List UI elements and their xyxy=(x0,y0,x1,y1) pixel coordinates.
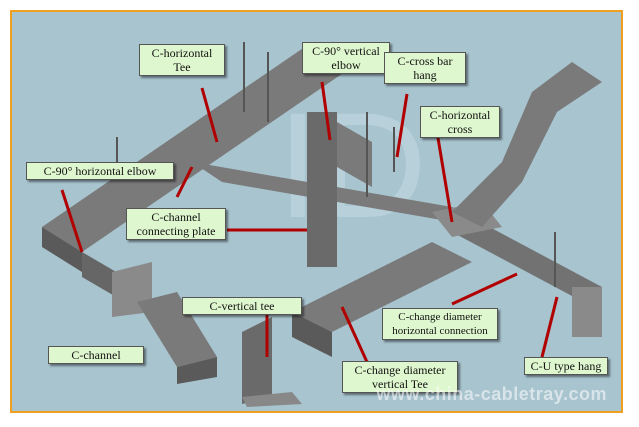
tray-vertical-tee xyxy=(242,317,272,404)
cable-tray-illustration: ID xyxy=(42,42,602,407)
tray-vertical-elbow-top xyxy=(337,122,372,187)
label-horizontal-elbow: C-90° horizontal elbow xyxy=(26,162,174,180)
label-change-diameter-connection: C-change diameter horizontal connection xyxy=(382,308,498,340)
label-u-type-hang: C-U type hang xyxy=(524,357,608,375)
label-horizontal-cross: C-horizontal cross xyxy=(420,106,500,138)
label-vertical-elbow: C-90° vertical elbow xyxy=(302,42,390,74)
pointer-u-type-hang xyxy=(540,296,559,358)
pointer-change-diameter-connection xyxy=(451,272,518,306)
tray-right-run xyxy=(452,207,602,312)
tray-lower-side xyxy=(292,312,332,357)
pointer-connecting-plate-1 xyxy=(175,166,194,198)
pointer-horizontal-elbow xyxy=(60,189,84,253)
label-cross-bar-hang: C-cross bar hang xyxy=(384,52,466,84)
loose-channel-piece xyxy=(137,292,217,367)
tray-right-end xyxy=(572,287,602,337)
pointer-change-diameter-tee xyxy=(340,306,369,363)
pointer-vertical-elbow xyxy=(320,81,332,141)
label-horizontal-tee: C-horizontal Tee xyxy=(139,44,225,76)
label-vertical-tee: C-vertical tee xyxy=(182,297,302,315)
tray-upper-side xyxy=(42,227,82,272)
tray-upper-right-branch xyxy=(452,62,602,227)
tray-vertical-elbow xyxy=(307,112,337,267)
loose-channel-end xyxy=(177,357,217,384)
watermark: www.china-cabletray.com xyxy=(376,384,607,404)
label-change-diameter-tee: C-change diameter vertical Tee xyxy=(342,361,458,393)
diagram-frame: ID xyxy=(10,10,623,413)
label-connecting-plate: C-channel connecting plate xyxy=(126,208,226,240)
label-channel: C-channel xyxy=(48,346,144,364)
pointer-horizontal-cross xyxy=(435,131,454,223)
tray-vertical-tee-foot xyxy=(242,392,302,407)
pointer-cross-bar-hang xyxy=(395,93,409,158)
pointer-horizontal-tee xyxy=(200,87,219,143)
tray-lower-run xyxy=(292,242,472,332)
tray-upper-diagonal xyxy=(42,42,352,252)
